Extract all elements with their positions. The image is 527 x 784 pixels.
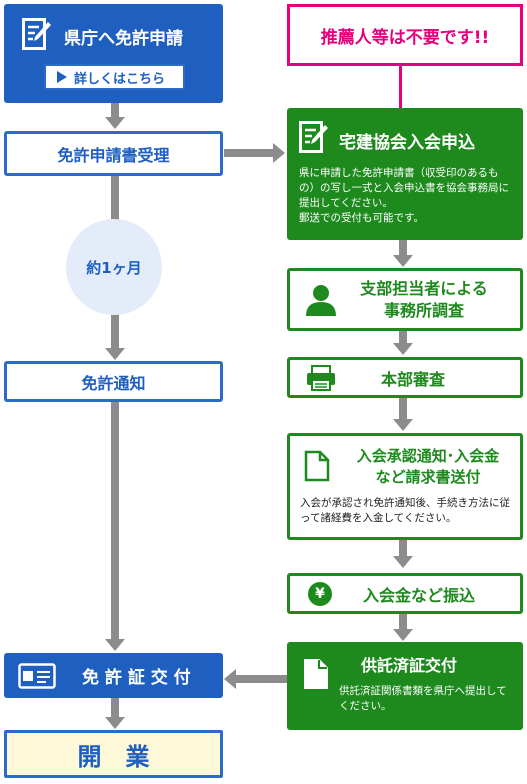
arrow-down-icon [393,629,413,641]
payment-box: ¥ 入会金など振込 [287,573,523,614]
arrow-down-icon [393,255,413,267]
play-icon [57,71,67,83]
connector-notice-issue [111,402,119,640]
arrow-down-icon [105,639,125,651]
id-card-icon [18,662,56,689]
arrow-down-icon [393,556,413,568]
connector-issue-open [111,698,119,718]
approval-line1: 入会承認通知･入会金 [356,447,500,465]
issue-label: 免 許 証 交 付 [82,668,191,688]
arrow-down-icon [393,343,413,355]
approval-line2: など請求書送付 [375,468,481,486]
join-box: 宅建協会入会申込 県に申請した免許申請書（収受印のあるもの）の写し一式と入会申込… [287,108,523,240]
connector-review-approval [399,398,407,420]
notice-box: 免許通知 [4,361,223,402]
connector-received-join [224,149,274,157]
connector-apply-received [111,103,119,118]
join-description: 県に申請した免許申請書（収受印のあるもの）の写し一式と入会申込書を協会事務局に提… [299,167,509,209]
document-icon [303,658,329,694]
printer-icon [306,364,336,391]
callout-box: 推薦人等は不要です!! [287,4,523,66]
join-note: 郵送での受付も可能です。 [299,212,424,224]
approval-description: 入会が承認され免許通知後、手続き方法に従って諸経費を入金してください。 [300,497,510,524]
callout-connector [399,66,402,108]
connector-payment-deposit [399,614,407,630]
arrow-left-icon [224,669,236,689]
issue-box: 免 許 証 交 付 [4,653,223,698]
apply-box: 県庁へ免許申請 詳しくはこちら [4,4,223,103]
payment-label: 入会金など振込 [362,585,475,605]
survey-line2: 事務所調査 [383,300,464,320]
review-box: 本部審査 [287,357,523,398]
deposit-title: 供託済証交付 [361,656,458,675]
approval-box: 入会承認通知･入会金 など請求書送付 入会が承認され免許通知後、手続き方法に従っ… [287,433,523,540]
deposit-box: 供託済証交付 供託済証関係書類を県庁へ提出してください。 [287,642,523,730]
review-label: 本部審査 [380,369,445,389]
details-button[interactable]: 詳しくはこちら [44,64,185,90]
open-box: 開 業 [4,730,223,778]
apply-title: 県庁へ免許申請 [64,29,183,49]
arrow-down-icon [393,419,413,431]
arrow-down-icon [105,717,125,729]
yen-icon: ¥ [308,581,332,606]
person-icon [304,284,338,316]
received-box: 免許申請書受理 [4,131,223,176]
survey-box: 支部担当者による 事務所調査 [287,268,523,331]
join-title: 宅建協会入会申込 [339,133,475,153]
connector-deposit-issue [236,675,287,683]
duration-label: 約1ヶ月 [86,258,142,277]
document-icon [304,450,330,486]
survey-line1: 支部担当者による [360,278,488,298]
pencil-form-icon [299,121,329,155]
arrow-down-icon [105,117,125,129]
arrow-right-icon [273,143,285,163]
connector-join-survey [399,240,407,256]
details-button-label: 詳しくはこちら [74,71,166,87]
duration-circle: 約1ヶ月 [66,219,162,315]
connector-survey-review [399,331,407,344]
pencil-form-icon [22,18,52,52]
connector-approval-payment [399,540,407,557]
deposit-description: 供託済証関係書類を県庁へ提出してください。 [339,685,507,712]
arrow-down-icon [105,348,125,360]
